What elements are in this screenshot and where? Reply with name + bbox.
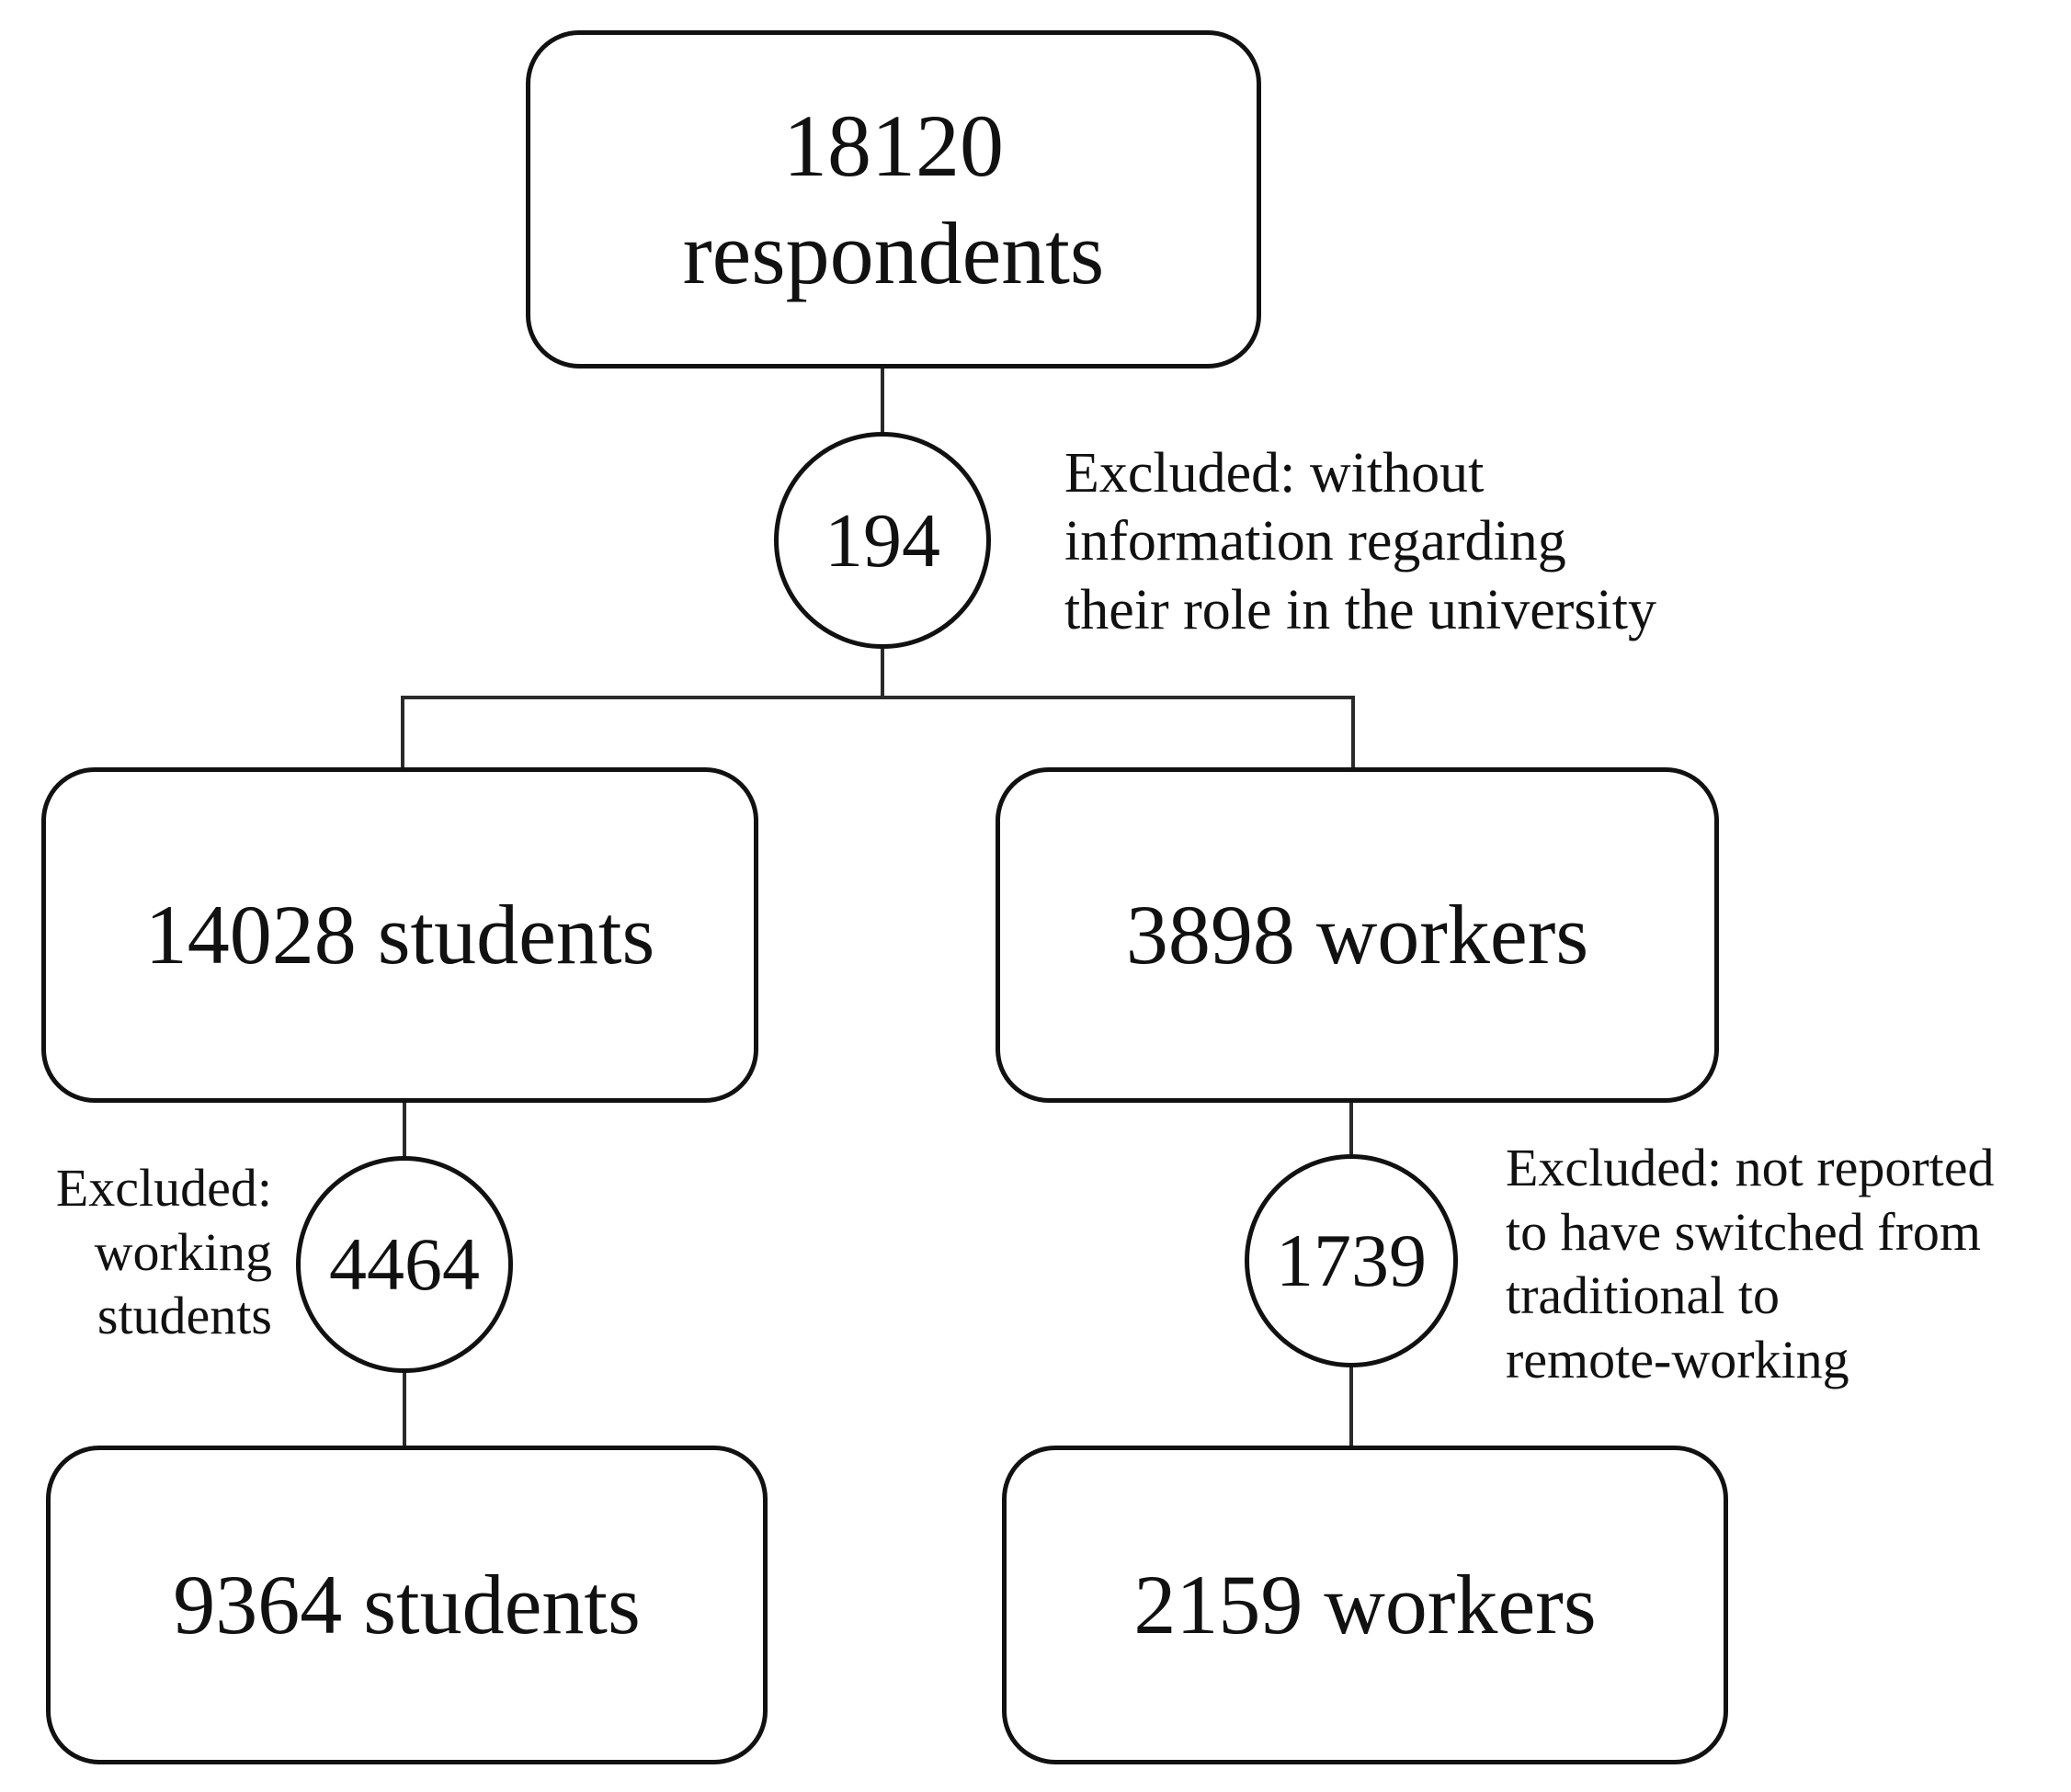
- connector-exclusion1-to-branch: [881, 645, 884, 698]
- connector-exclusion-to-workers-final: [1349, 1364, 1353, 1448]
- node-students-all-label: 14028 students: [144, 888, 655, 982]
- node-excluded-role-count-label: 194: [825, 497, 940, 584]
- connector-workers-to-exclusion: [1349, 1099, 1353, 1156]
- node-workers-final-label: 2159 workers: [1133, 1558, 1597, 1652]
- connector-branch-horizontal: [401, 696, 1355, 699]
- connector-respondents-to-exclusion1: [881, 366, 884, 436]
- connector-branch-to-students: [401, 696, 404, 769]
- node-excluded-not-remote-count: 1739: [1245, 1154, 1458, 1367]
- node-students-all: 14028 students: [41, 767, 758, 1103]
- node-workers-all-label: 3898 workers: [1125, 888, 1589, 982]
- connector-exclusion-to-students-final: [403, 1369, 406, 1448]
- annotation-excluded-not-remote: Excluded: not reported to have switched …: [1506, 1138, 1995, 1389]
- annotation-excluded-role: Excluded: without information regarding …: [1064, 442, 1656, 641]
- connector-students-to-exclusion: [403, 1099, 406, 1160]
- node-excluded-role-count: 194: [774, 432, 991, 649]
- node-students-final: 9364 students: [46, 1446, 768, 1764]
- node-excluded-working-students-count-label: 4464: [329, 1222, 480, 1306]
- connector-branch-to-workers: [1351, 696, 1355, 769]
- node-workers-final: 2159 workers: [1002, 1446, 1728, 1764]
- node-excluded-working-students-count: 4464: [296, 1156, 513, 1373]
- node-excluded-not-remote-count-label: 1739: [1276, 1219, 1427, 1302]
- node-students-final-label: 9364 students: [173, 1558, 641, 1652]
- node-workers-all: 3898 workers: [996, 767, 1719, 1103]
- node-total-respondents: 18120 respondents: [526, 30, 1261, 369]
- node-total-respondents-label: 18120 respondents: [682, 96, 1105, 302]
- annotation-excluded-working-students: Excluded: working students: [55, 1158, 272, 1346]
